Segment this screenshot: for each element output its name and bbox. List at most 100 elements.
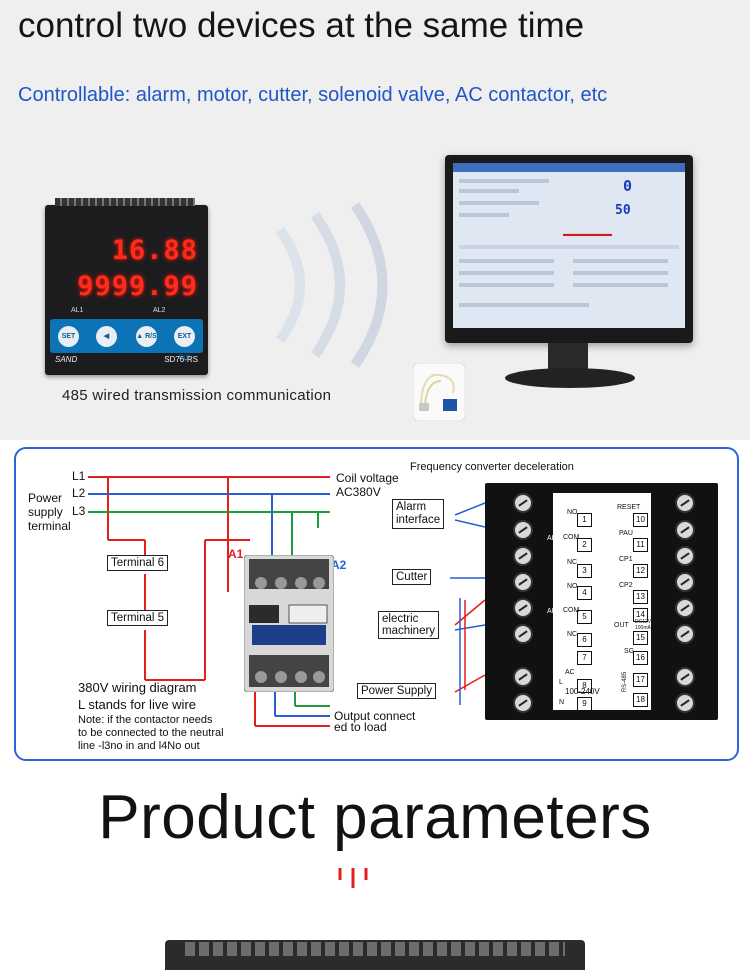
a2-label: A2	[331, 558, 347, 572]
term-n: N	[559, 699, 565, 706]
screen-row	[459, 259, 554, 263]
page-subtitle: Controllable: alarm, motor, cutter, sole…	[18, 84, 608, 106]
term-cp1: CP1	[619, 556, 633, 563]
up-key[interactable]: ▲ R/S	[136, 326, 157, 347]
note-line-1: Note: if the contactor needs	[78, 714, 213, 726]
terminal-screw	[513, 693, 533, 713]
term-no-1: NO	[567, 509, 578, 516]
screen-row	[459, 179, 549, 183]
display-top: 16.88	[111, 235, 198, 266]
term-l: L	[559, 679, 563, 686]
terminal-number: 18	[633, 693, 648, 707]
term-out-dc: DC12V	[635, 619, 652, 625]
term-rs485: RS-485	[622, 671, 629, 693]
set-key[interactable]: SET	[58, 326, 79, 347]
alarm-text: Alarm	[396, 501, 427, 513]
power-label-2: supply	[28, 505, 63, 519]
terminal-screw	[675, 667, 695, 687]
usb-cable-icon	[413, 363, 465, 421]
power-label-3: terminal	[28, 519, 71, 533]
interface-text: interface	[396, 514, 441, 526]
terminal-number: 14	[633, 608, 648, 622]
screen-row	[573, 271, 668, 275]
terminal6-box: Terminal 6	[107, 555, 169, 571]
al1-label: AL1	[71, 307, 84, 314]
controller-al2: AL2	[547, 608, 560, 615]
terminal-screw	[513, 572, 533, 592]
diagram-title: 380V wiring diagram	[78, 680, 197, 695]
terminal-number: 15	[633, 631, 648, 645]
term-sg: SG	[624, 648, 635, 655]
ext-key[interactable]: EXT R/S	[174, 326, 195, 361]
screen-value-1: 0	[623, 177, 633, 195]
divider-mark-icon	[338, 868, 368, 888]
communication-caption: 485 wired transmission communication	[62, 387, 332, 404]
counter-device: 16.88 9999.99 AL1 AL2 SET ◀ ▲ R/S EXT R/…	[45, 198, 208, 375]
terminal-number: 13	[633, 590, 648, 604]
coil-ac380v: AC380V	[336, 485, 381, 499]
screen-red-text: ▬▬▬▬▬▬▬	[563, 231, 612, 238]
page-title: control two devices at the same time	[18, 6, 585, 45]
power-label-1: Power	[28, 491, 63, 505]
screen-row	[459, 283, 554, 287]
section-title: Product parameters	[98, 783, 652, 852]
note-line-2: to be connected to the neutral	[78, 727, 224, 739]
device-keypad: SET ◀ ▲ R/S EXT R/S	[50, 319, 203, 361]
terminal-screw	[675, 598, 695, 618]
screen-row	[573, 283, 668, 287]
term-pau: PAU	[619, 530, 633, 537]
term-voltage: 100-240V	[565, 687, 600, 696]
screen-row	[459, 213, 509, 217]
terminal-screw	[513, 667, 533, 687]
terminal-screw	[675, 693, 695, 713]
terminal-number: 7	[577, 651, 592, 665]
frequency-label: Frequency converter deceleration	[410, 461, 574, 473]
terminal-screw	[513, 493, 533, 513]
terminal-number: 3	[577, 564, 592, 578]
product-top-view	[165, 940, 585, 970]
al2-label: AL2	[153, 307, 166, 314]
terminal-number: 2	[577, 538, 592, 552]
screen-row	[573, 259, 668, 263]
controller-al1: AL1	[547, 535, 560, 542]
terminal5-box: Terminal 5	[107, 610, 169, 626]
term-no-4: NO	[567, 583, 578, 590]
monitor: 0 50 ▬▬▬▬▬▬▬	[445, 155, 693, 343]
electric-text: electric	[382, 613, 419, 625]
screen-value-2: 50	[615, 203, 631, 218]
term-ac: AC	[565, 669, 575, 676]
term-com-2: COM	[563, 534, 580, 541]
contactor-icon	[244, 555, 334, 692]
terminal-screw	[513, 598, 533, 618]
machinery-text: machinery	[382, 625, 436, 637]
display-bottom: 9999.99	[77, 271, 198, 302]
term-out: OUT	[614, 622, 629, 629]
power-supply-box: Power Supply	[357, 683, 436, 699]
screen-row	[459, 245, 679, 249]
a1-label: A1	[228, 547, 244, 561]
terminal-screw	[675, 624, 695, 644]
alarm-interface-box: Alarm interface	[392, 499, 445, 529]
terminal-number: 8	[577, 679, 592, 693]
device-brand: SAND	[55, 355, 78, 364]
screen-titlebar	[453, 163, 685, 172]
term-nc-3: NC	[567, 559, 578, 566]
terminal-screw	[675, 493, 695, 513]
line-l3: L3	[72, 504, 86, 518]
left-key[interactable]: ◀	[96, 326, 117, 347]
terminal-screw	[675, 520, 695, 540]
term-cp2: CP2	[619, 582, 633, 589]
output-line-2: ed to load	[334, 720, 387, 734]
terminal-number: 11	[633, 538, 648, 552]
term-com-5: COM	[563, 607, 580, 614]
term-reset: RESET	[617, 504, 641, 511]
terminal-number: 6	[577, 633, 592, 647]
device-model: SD76-RS	[164, 355, 198, 364]
line-l1: L1	[72, 469, 86, 483]
terminal-screw	[675, 572, 695, 592]
signal-waves-icon	[275, 202, 388, 368]
note-line-3: line -l3no in and l4No out	[78, 740, 200, 752]
product-vents	[185, 942, 565, 956]
terminal-number: 5	[577, 610, 592, 624]
screen-row	[459, 271, 554, 275]
